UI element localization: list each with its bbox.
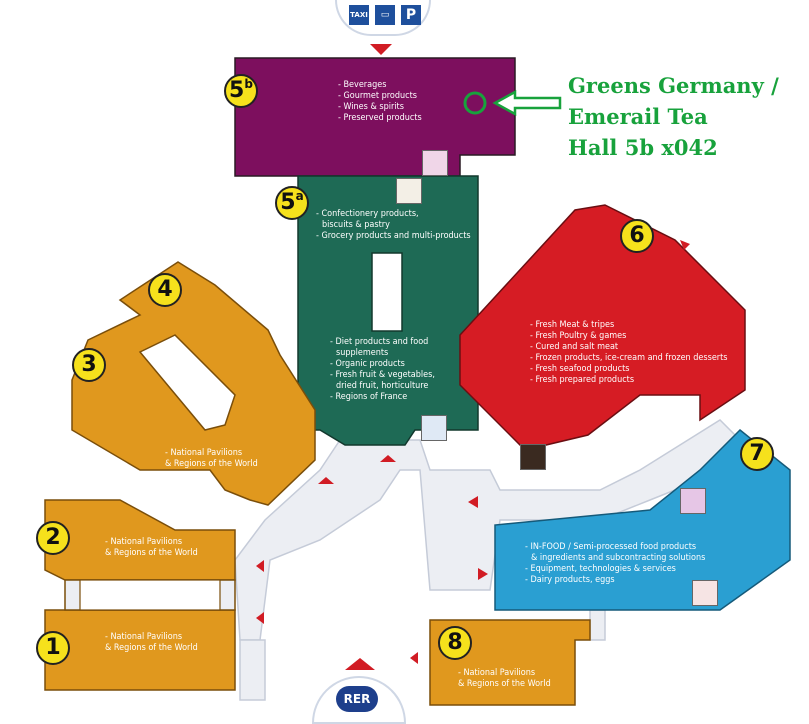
hall-6-shape[interactable] xyxy=(459,204,746,451)
list-item: - Wines & spirits xyxy=(338,102,404,112)
list-item: - National Pavilions xyxy=(105,537,183,547)
hall-5a-void xyxy=(371,252,403,332)
list-item: & Regions of the World xyxy=(165,459,258,469)
sector-logo-6 xyxy=(520,444,546,470)
hall-6-list: - Fresh Meat & tripes - Fresh Poultry & … xyxy=(530,320,728,386)
hall-7-list: - IN-FOOD / Semi-processed food products… xyxy=(525,542,705,586)
list-item: - Grocery products and multi-products xyxy=(316,231,471,241)
hall-2-badge: 2 xyxy=(36,521,70,555)
hall-1-badge: 1 xyxy=(36,631,70,665)
annotation-line: Greens Germany / xyxy=(568,73,779,98)
list-item: - Regions of France xyxy=(330,392,408,402)
bus-icon: ▭ xyxy=(375,5,395,25)
list-item: - IN-FOOD / Semi-processed food products xyxy=(525,542,697,552)
list-item: & Regions of the World xyxy=(105,643,198,653)
list-item: - Diet products and food xyxy=(330,337,429,347)
entrance-arrows xyxy=(256,44,690,670)
list-item: - Gourmet products xyxy=(338,91,417,101)
list-item: - National Pavilions xyxy=(458,668,536,678)
hall-3-badge: 3 xyxy=(72,348,106,382)
annotation-label: Greens Germany / Emerail Tea Hall 5b x04… xyxy=(568,70,779,163)
list-item: - Fresh prepared products xyxy=(530,375,635,385)
list-item: - Fresh Poultry & games xyxy=(530,331,627,341)
hall-5b-list: - Beverages - Gourmet products - Wines &… xyxy=(338,80,422,124)
hall-2-list: - National Pavilions & Regions of the Wo… xyxy=(105,537,198,559)
hall-5a-list-bottom: - Diet products and food supplements - O… xyxy=(330,337,435,403)
list-item: - Cured and salt meat xyxy=(530,342,619,352)
sector-logo-5a-bottom xyxy=(421,415,447,441)
hall-7-badge: 7 xyxy=(740,437,774,471)
hall-12-void xyxy=(79,579,221,611)
sector-logo-5a-top xyxy=(396,178,422,204)
list-item: - Fresh Meat & tripes xyxy=(530,320,615,330)
list-item: - Organic products xyxy=(330,359,405,369)
hall-5b-shape[interactable] xyxy=(234,57,516,177)
sector-logo-7-top xyxy=(680,488,706,514)
list-item: & Regions of the World xyxy=(458,679,551,689)
list-item: - Equipment, technologies & services xyxy=(525,564,676,574)
hall-8-badge: 8 xyxy=(438,626,472,660)
list-item: - Beverages xyxy=(338,80,387,90)
hall-5b-badge: 5b xyxy=(224,74,258,108)
list-item: - Dairy products, eggs xyxy=(525,575,615,585)
list-item: & Regions of the World xyxy=(105,548,198,558)
list-item: - Confectionery products, xyxy=(316,209,419,219)
location-marker xyxy=(463,91,487,115)
list-item: - Fresh seafood products xyxy=(530,364,630,374)
list-item: - Frozen products, ice-cream and frozen … xyxy=(530,353,728,363)
annotation-arrow-icon xyxy=(492,89,562,117)
list-item: - National Pavilions xyxy=(105,632,183,642)
taxi-icon: TAXI xyxy=(349,5,369,25)
hall-1-list: - National Pavilions & Regions of the Wo… xyxy=(105,632,198,654)
sector-logo-5b xyxy=(422,150,448,176)
hall-34-list: - National Pavilions & Regions of the Wo… xyxy=(165,448,258,470)
hall-6-badge: 6 xyxy=(620,219,654,253)
list-item: supplements xyxy=(336,348,389,358)
list-item: - Preserved products xyxy=(338,113,422,123)
annotation-line: Hall 5b x042 xyxy=(568,135,718,160)
parking-icon: P xyxy=(401,5,421,25)
annotation-line: Emerail Tea xyxy=(568,104,708,129)
hall-34-void xyxy=(138,334,236,431)
hall-4-badge: 4 xyxy=(148,273,182,307)
rer-label: RER xyxy=(336,686,378,712)
list-item: & ingredients and subcontracting solutio… xyxy=(531,553,706,563)
hall-8-list: - National Pavilions & Regions of the Wo… xyxy=(458,668,551,690)
sector-logo-7-bottom xyxy=(692,580,718,606)
list-item: dried fruit, horticulture xyxy=(336,381,429,391)
hall-5a-list-top: - Confectionery products, biscuits & pas… xyxy=(316,209,471,242)
list-item: biscuits & pastry xyxy=(322,220,390,230)
list-item: - National Pavilions xyxy=(165,448,243,458)
hall-5a-badge: 5a xyxy=(275,186,309,220)
hall-2-shape[interactable] xyxy=(44,499,236,581)
list-item: - Fresh fruit & vegetables, xyxy=(330,370,435,380)
hall-7-shape[interactable] xyxy=(494,428,791,611)
